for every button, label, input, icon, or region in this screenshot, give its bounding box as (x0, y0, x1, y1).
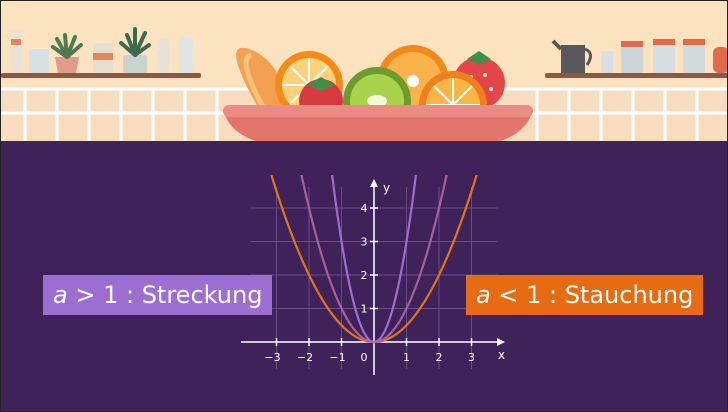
y-axis-label: y (383, 181, 390, 195)
right-shelf (545, 39, 727, 78)
y-tick-label: 2 (361, 269, 368, 282)
y-tick-label: 3 (361, 236, 368, 249)
compress-label-variable: a (476, 281, 491, 309)
x-tick-label: −1 (329, 351, 345, 364)
y-tick-label: 1 (361, 303, 368, 316)
compress-label-text: < 1 : Stauchung (490, 281, 694, 309)
parabola-graph: −3 −2 −1 0 1 2 3 1 2 3 4 x y (241, 175, 505, 375)
x-tick-label: −3 (264, 351, 280, 364)
stretch-label: a > 1 : Streckung (43, 275, 273, 315)
x-tick-label: 1 (403, 351, 410, 364)
x-tick-label: −2 (297, 351, 313, 364)
compress-label: a < 1 : Stauchung (466, 275, 704, 315)
stretch-label-text: > 1 : Streckung (67, 281, 263, 309)
left-shelf (1, 27, 201, 78)
fruit-bowl (223, 45, 533, 141)
x-axis-arrow (497, 338, 505, 346)
y-tick-label: 4 (361, 202, 368, 215)
y-axis-arrow (370, 179, 378, 187)
x-tick-label: 3 (468, 351, 475, 364)
x-tick-label: 2 (436, 351, 443, 364)
kitchen-illustration (1, 1, 727, 141)
stretch-label-variable: a (53, 281, 68, 309)
x-axis-label: x (498, 348, 505, 362)
x-tick-label: 0 (361, 351, 368, 364)
parabola-curve (331, 175, 418, 344)
